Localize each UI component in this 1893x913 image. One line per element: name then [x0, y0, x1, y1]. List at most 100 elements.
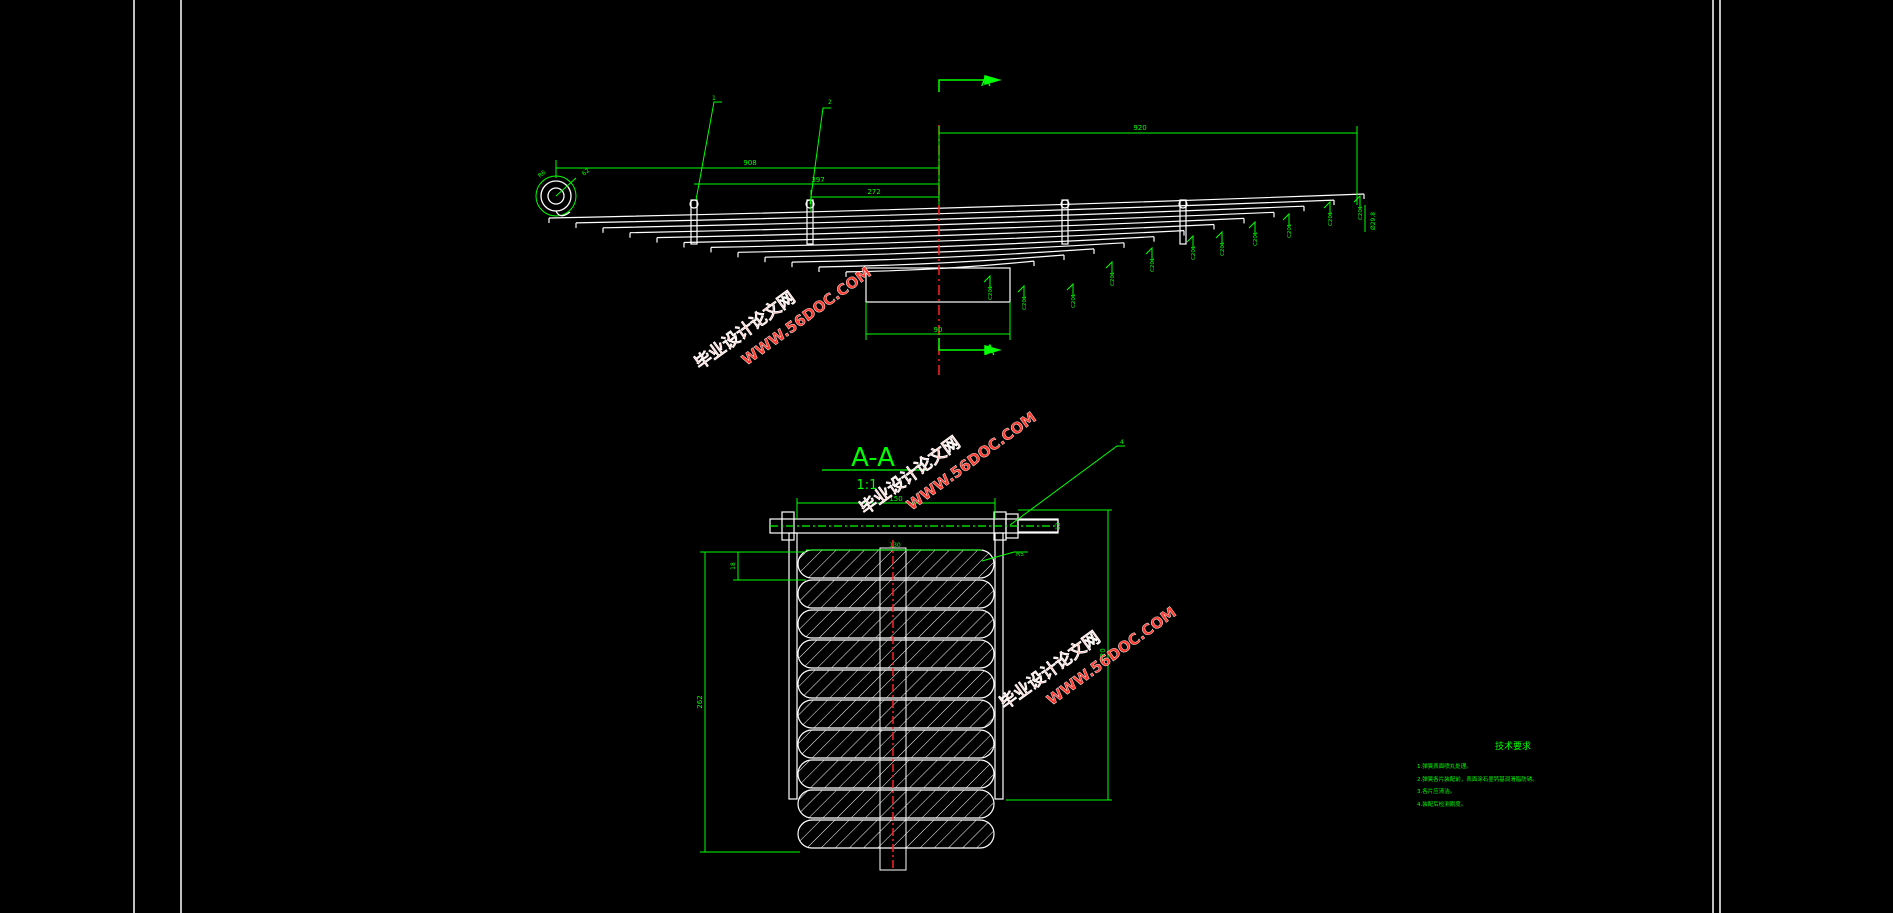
- leaf-thickness-label: C201: [1358, 206, 1364, 220]
- dim-left-height: 262: [696, 695, 704, 708]
- leaf-thickness-mark: C201: [1017, 284, 1028, 310]
- section-leaves: [797, 549, 995, 849]
- center-seat-pad: [865, 267, 1011, 303]
- spring-leaf: [764, 242, 1125, 258]
- leaf-thickness-mark: C201: [1353, 194, 1364, 220]
- dim-eye-radius: R6: [537, 169, 548, 180]
- leaf-thickness-label: C201: [1150, 258, 1156, 272]
- leaf-thickness-label: C201: [988, 286, 994, 300]
- leaf-leader: [1248, 220, 1256, 236]
- rebound-clips: [689, 199, 1188, 245]
- spring-leaf: [737, 236, 1155, 253]
- section-marker-bottom-label: A: [985, 343, 995, 359]
- leaf-thickness-mark: C201: [1282, 212, 1293, 238]
- top-view-dimensions: [555, 101, 1366, 340]
- note-item-3: 3.各片应清洁。: [1417, 787, 1455, 795]
- dim-left-short: 272: [867, 188, 880, 196]
- spring-leaf: [656, 217, 1245, 239]
- leaf-thickness-label: C201: [1110, 272, 1116, 286]
- section-marker-top: [938, 75, 1002, 92]
- leaf-thickness-mark: C201: [1248, 220, 1259, 246]
- leaf-leader: [1105, 260, 1113, 276]
- watermark-1: 毕业设计论文网 WWW.56DOC.COM: [690, 263, 875, 374]
- dim-top-width: 150: [889, 495, 902, 503]
- leaf-thickness-mark: C201: [1145, 246, 1156, 272]
- leaf-thickness-mark: C201: [1066, 282, 1077, 308]
- clip-bolt: [769, 511, 1059, 541]
- leaf-leader: [1353, 194, 1361, 210]
- leaf-thickness-label: C201: [1328, 212, 1334, 226]
- leaf-leader: [1282, 212, 1290, 228]
- note-item-1: 1.弹簧表面喷丸处理。: [1417, 762, 1472, 770]
- dim-right-end: Ø29.8: [1370, 212, 1377, 230]
- technical-notes: 技术要求 1.弹簧表面喷丸处理。 2.弹簧各片装配前，表面涂石墨钙基润滑脂防锈。…: [1417, 740, 1538, 808]
- leaf-leader: [1323, 200, 1331, 216]
- leader-label-1: 1: [712, 95, 716, 102]
- leaf-thickness-mark: C201: [983, 274, 994, 300]
- clip-rivet: [689, 199, 699, 209]
- leaf-thickness-label: C201: [1191, 246, 1197, 260]
- clip-rivet: [1060, 199, 1070, 209]
- section-leaf: [797, 819, 995, 849]
- spring-leaf: [548, 193, 1365, 219]
- leaf-thickness-mark: C201: [1105, 260, 1116, 286]
- section-leaf: [797, 759, 995, 789]
- leaf-thickness-mark: C201: [1186, 234, 1197, 260]
- section-scale: 1:1: [857, 478, 878, 493]
- section-leaf: [797, 789, 995, 819]
- spring-leaf: [575, 199, 1335, 224]
- spring-leaf: [683, 223, 1215, 244]
- section-leaf: [797, 609, 995, 639]
- spring-leaf: [602, 205, 1305, 229]
- dim-bolt: 12: [1055, 522, 1062, 530]
- section-leaf: [797, 579, 995, 609]
- section-marker-bottom: [938, 338, 1002, 355]
- drawing-frame: [133, 0, 1721, 913]
- leaf-thickness-label: C201: [1253, 232, 1259, 246]
- spring-leaves: [548, 193, 1365, 277]
- leaf-leader: [1186, 234, 1194, 250]
- section-leaf: [797, 639, 995, 669]
- leaf-leader: [1017, 284, 1025, 300]
- section-dimensions: [700, 445, 1125, 853]
- dim-bottom-width: 90: [934, 326, 943, 334]
- leaf-thickness-mark: C201: [1215, 230, 1226, 256]
- clip-band: [788, 532, 1004, 800]
- section-leaf: [797, 669, 995, 699]
- section-leader-label: 4: [1120, 439, 1124, 446]
- dim-leaf-thickness: 18: [730, 562, 737, 570]
- spring-leaf: [791, 248, 1095, 263]
- note-item-4: 4.装配后检测刚度。: [1417, 800, 1466, 808]
- clip-body: [1179, 199, 1187, 245]
- leaf-thickness-mark: C201: [1323, 200, 1334, 226]
- leaf-spring-top-view: A A 9: [535, 74, 1377, 378]
- section-view-a-a: A-A 1:1: [696, 439, 1125, 871]
- dim-left-mid: 397: [811, 176, 824, 184]
- dim-inner-width: 130: [889, 542, 901, 549]
- spring-leaf: [818, 254, 1065, 268]
- dim-left-long: 908: [743, 159, 756, 167]
- section-title: A-A: [851, 443, 895, 473]
- watermark-3: 毕业设计论文网 WWW.56DOC.COM: [995, 603, 1180, 714]
- note-item-2: 2.弹簧各片装配前，表面涂石墨钙基润滑脂防锈。: [1417, 775, 1538, 783]
- leader-label-2: 2: [828, 99, 832, 106]
- leaf-thickness-label: C201: [1287, 224, 1293, 238]
- leaf-leader: [1215, 230, 1223, 246]
- leaf-leader: [983, 274, 991, 290]
- section-leaf: [797, 699, 995, 729]
- dim-eye: 62: [581, 167, 591, 177]
- spring-leaf: [710, 230, 1185, 248]
- dim-right-height: 220: [1099, 648, 1107, 661]
- leaf-thickness-label: C201: [1071, 294, 1077, 308]
- clip-rivet: [1178, 199, 1188, 209]
- leaf-thickness-label: C201: [1220, 242, 1226, 256]
- section-leaf: [797, 729, 995, 759]
- dim-overall-right: 920: [1133, 124, 1146, 132]
- leaf-leader: [1145, 246, 1153, 262]
- leaf-leader: [1066, 282, 1074, 298]
- clip-rivet: [805, 199, 815, 209]
- eye-tail: [555, 210, 571, 217]
- spring-eye: [535, 175, 577, 217]
- clip-body: [1061, 199, 1069, 245]
